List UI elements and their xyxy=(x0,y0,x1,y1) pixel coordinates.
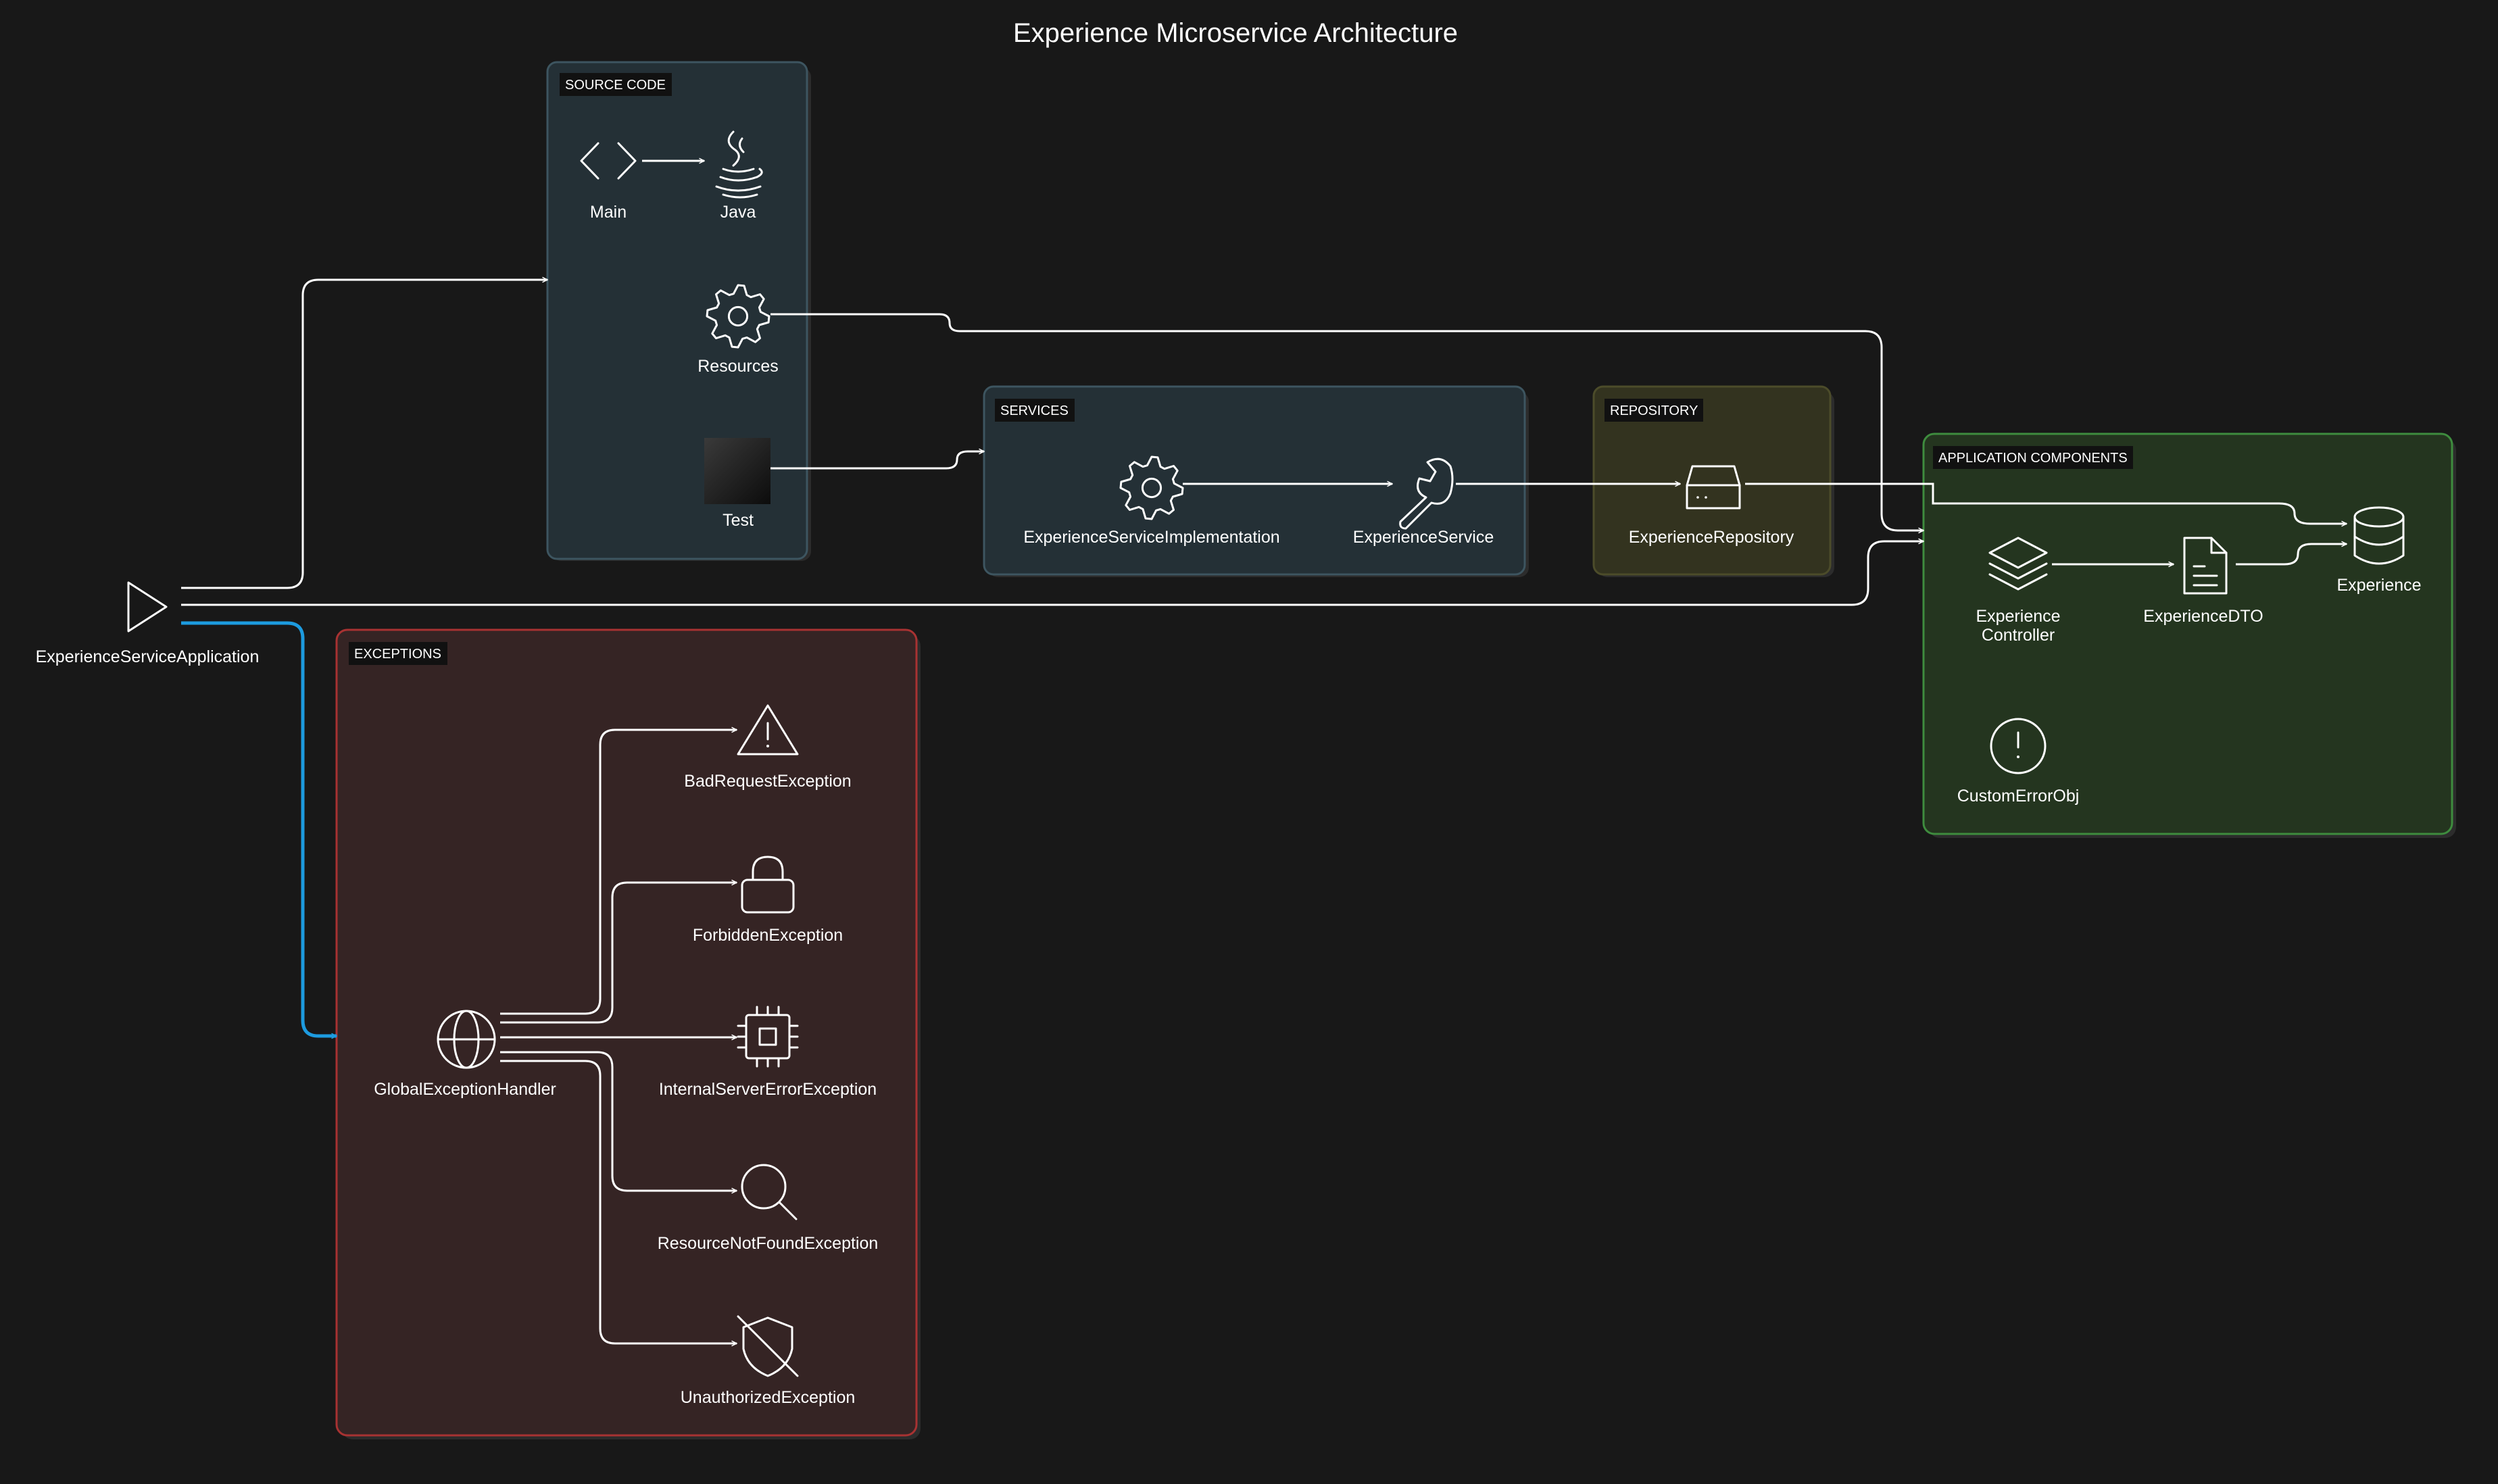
node-label: BadRequestException xyxy=(684,772,851,791)
node-experience-service-application[interactable]: ExperienceServiceApplication xyxy=(36,581,260,666)
gear-hub xyxy=(727,305,749,327)
node-experience-controller[interactable]: Experience Controller xyxy=(1976,537,2061,645)
node-label: Test xyxy=(723,511,754,530)
node-label: ExperienceServiceApplication xyxy=(36,647,260,666)
shield-off-icon xyxy=(737,1315,799,1377)
node-resources[interactable]: Resources xyxy=(697,284,779,376)
java-coffee-icon xyxy=(715,130,763,199)
gear-outline xyxy=(1119,455,1184,520)
wrench-icon xyxy=(1399,457,1454,530)
services-group: SERVICES xyxy=(983,385,1529,577)
edge-resources-appcomponents xyxy=(770,313,1924,530)
gear-icon xyxy=(1119,455,1184,520)
app-components-group: APPLICATION COMPONENTS xyxy=(1922,432,2456,838)
database-icon xyxy=(2353,506,2405,565)
search-icon xyxy=(741,1164,798,1220)
repository-group: REPOSITORY xyxy=(1592,385,1834,577)
node-experience-repository[interactable]: ExperienceRepository xyxy=(1629,465,1794,547)
test-square-icon xyxy=(704,438,770,504)
node-unauthorized-exception[interactable]: UnauthorizedException xyxy=(681,1315,856,1407)
exceptions-group: EXCEPTIONS xyxy=(335,628,921,1439)
edge-dto-entity xyxy=(2236,544,2347,566)
node-java[interactable]: Java xyxy=(715,130,763,222)
app-components-group-title: APPLICATION COMPONENTS xyxy=(1938,451,2128,466)
node-experience-dto[interactable]: ExperienceDTO xyxy=(2143,537,2263,626)
edge-handler-badrequest xyxy=(500,730,737,1015)
node-label: UnauthorizedException xyxy=(681,1388,856,1407)
edge-app-exceptions xyxy=(181,621,337,1036)
edges xyxy=(181,161,2347,1343)
node-resource-not-found-exception[interactable]: ResourceNotFoundException xyxy=(658,1164,879,1253)
cpu-chip-icon xyxy=(737,1006,799,1068)
play-triangle-icon xyxy=(127,581,168,633)
alert-circle-icon xyxy=(1990,718,2047,774)
source-code-group-title: SOURCE CODE xyxy=(565,78,666,93)
node-label: ExperienceDTO xyxy=(2143,607,2263,626)
lock-icon xyxy=(741,856,795,914)
node-label: Experience xyxy=(2336,576,2421,595)
gear-icon xyxy=(706,284,770,349)
repository-group-title: REPOSITORY xyxy=(1610,403,1698,418)
gear-outline xyxy=(706,284,770,349)
node-label: Java xyxy=(720,203,756,222)
node-label: Resources xyxy=(697,357,779,376)
node-main[interactable]: Main xyxy=(580,142,637,222)
node-label: ResourceNotFoundException xyxy=(658,1234,879,1253)
node-label: Main xyxy=(590,203,627,222)
edge-repo-entity xyxy=(1745,483,2347,524)
source-code-group: SOURCE CODE xyxy=(546,61,811,561)
node-label: Experience xyxy=(1976,607,2060,626)
node-test[interactable]: Test xyxy=(704,438,770,530)
services-group-title: SERVICES xyxy=(1000,403,1069,418)
hard-drive-icon xyxy=(1686,465,1741,510)
node-label: CustomErrorObj xyxy=(1957,787,2080,806)
node-custom-error-obj[interactable]: CustomErrorObj xyxy=(1957,718,2080,806)
node-global-exception-handler[interactable]: GlobalExceptionHandler xyxy=(374,1010,556,1099)
diagram-title: Experience Microservice Architecture xyxy=(1013,18,1458,48)
node-label: ForbiddenException xyxy=(693,926,843,945)
node-label: ExperienceService xyxy=(1353,528,1494,547)
edge-app-sourcecode xyxy=(181,280,547,589)
node-label: Controller xyxy=(1982,626,2055,645)
edge-app-appcomponents xyxy=(181,541,1924,606)
node-bad-request-exception[interactable]: BadRequestException xyxy=(684,704,852,791)
document-icon xyxy=(2183,537,2228,595)
code-brackets-icon xyxy=(580,142,637,180)
edge-handler-forbidden xyxy=(500,883,737,1024)
node-label: InternalServerErrorException xyxy=(659,1080,877,1099)
node-experience-entity[interactable]: Experience xyxy=(2336,506,2422,595)
exceptions-group-title: EXCEPTIONS xyxy=(354,647,441,662)
warning-triangle-icon xyxy=(737,704,799,756)
edge-test-services xyxy=(770,451,984,470)
edge-handler-unauthorized xyxy=(500,1060,737,1343)
node-label: ExperienceServiceImplementation xyxy=(1023,528,1279,547)
node-experience-service[interactable]: ExperienceService xyxy=(1353,457,1494,547)
node-experience-service-implementation[interactable]: ExperienceServiceImplementation xyxy=(1023,455,1280,547)
node-label: GlobalExceptionHandler xyxy=(374,1080,556,1099)
globe-icon xyxy=(437,1010,496,1069)
layers-icon xyxy=(1988,537,2048,591)
gear-hub xyxy=(1141,477,1162,499)
edge-handler-notfound xyxy=(500,1051,737,1191)
node-label: ExperienceRepository xyxy=(1629,528,1794,547)
node-internal-server-error-exception[interactable]: InternalServerErrorException xyxy=(659,1006,877,1099)
node-forbidden-exception[interactable]: ForbiddenException xyxy=(693,856,843,945)
